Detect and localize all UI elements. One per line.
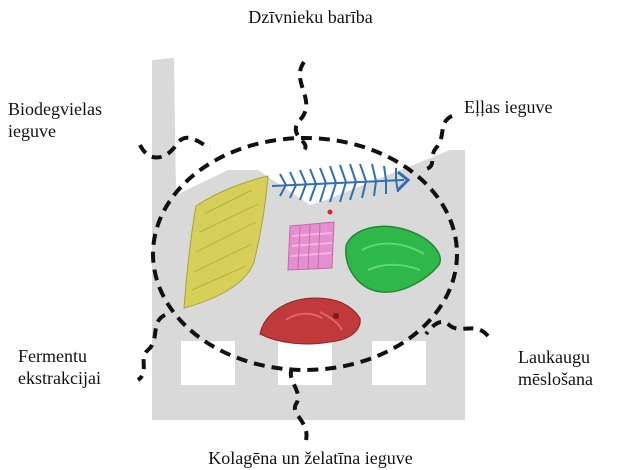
label-biofuel-line2: ieguve <box>8 120 102 142</box>
label-crop-line1: Laukaugu <box>518 346 593 368</box>
fish-scales-icon <box>288 222 334 270</box>
red-dot <box>328 210 333 215</box>
label-oil-production: Eļļas ieguve <box>464 96 552 118</box>
label-biofuel-line1: Biodegvielas <box>8 98 102 120</box>
label-animal-feed: Dzīvnieku barība <box>0 6 621 28</box>
label-biofuel-production: Biodegvielas ieguve <box>8 98 102 142</box>
label-enzyme-line2: ekstrakcijai <box>18 367 101 389</box>
label-collagen-gelatin: Kolagēna un želatīna ieguve <box>0 447 621 469</box>
factory-window-left <box>181 341 235 385</box>
factory-window-right <box>372 341 426 385</box>
label-crop-line2: mēslošana <box>518 368 593 390</box>
label-enzyme-line1: Fermentu <box>18 345 101 367</box>
factory-window-middle <box>278 341 332 385</box>
label-crop-fertilization: Laukaugu mēslošana <box>518 346 593 390</box>
label-enzyme-extraction: Fermentu ekstrakcijai <box>18 345 101 389</box>
